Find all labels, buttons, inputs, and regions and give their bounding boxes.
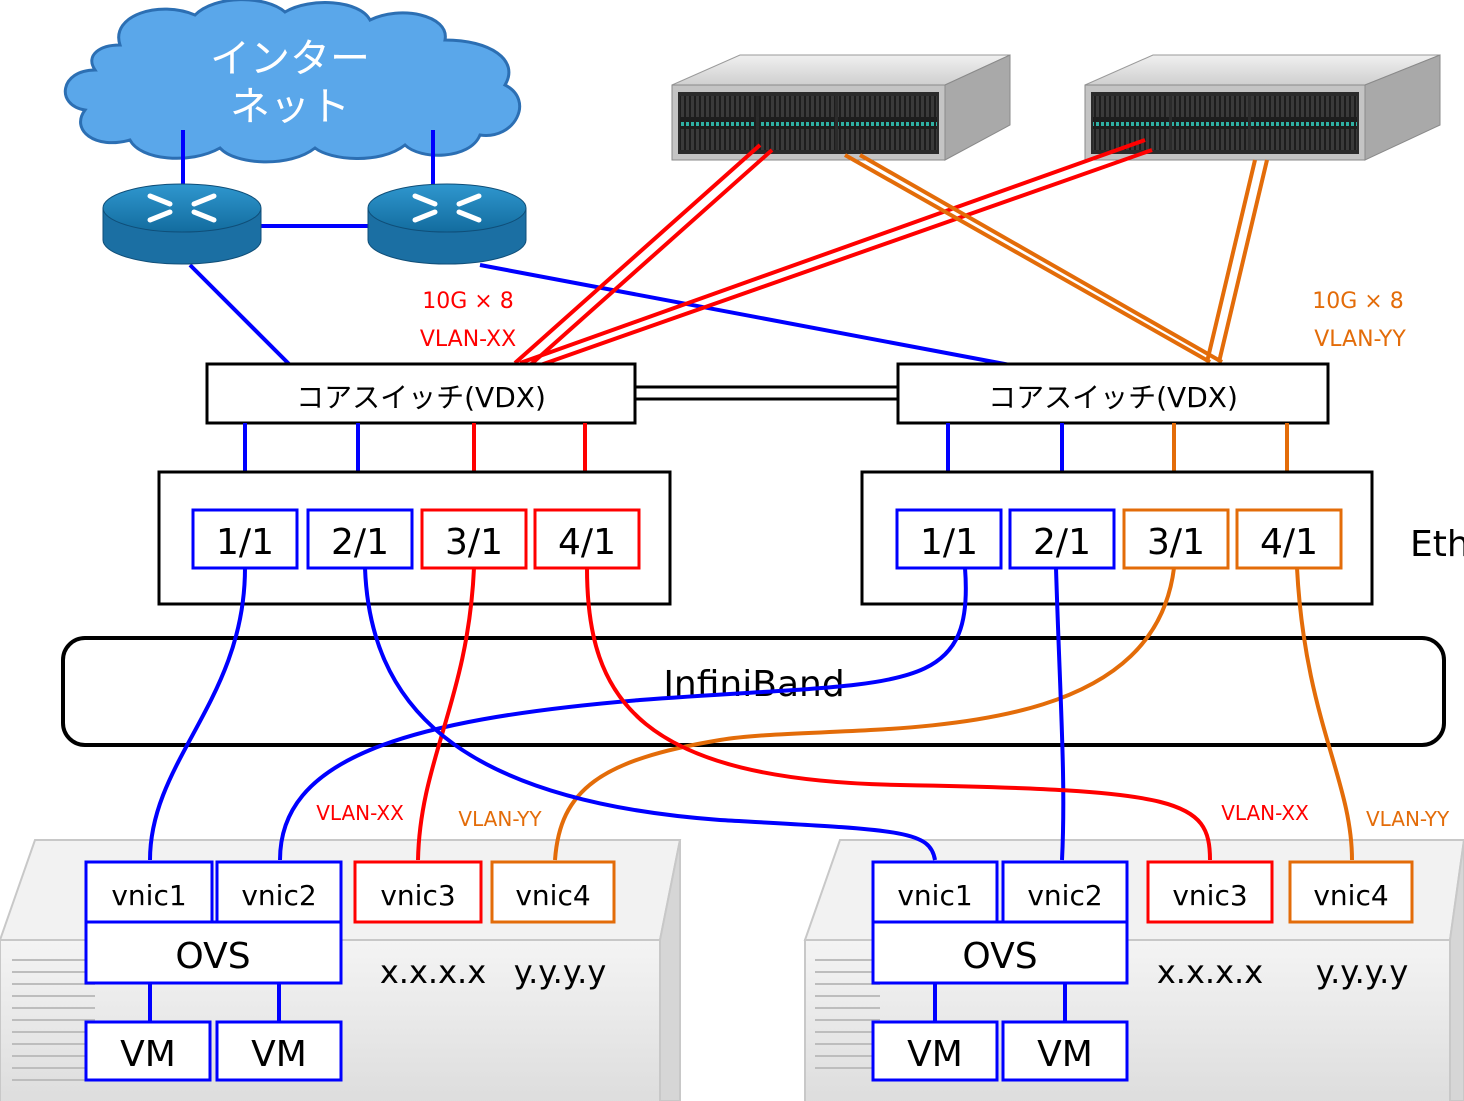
port-right-2 [1008,508,1116,570]
left-vlan-xx-label: VLAN-XX [316,801,404,825]
right-vm2 [1001,1020,1129,1082]
left-vm1 [84,1020,212,1082]
core-switch-left [205,362,637,425]
port-right-1 [895,508,1003,570]
left-ovs [84,920,343,985]
right-vnic1-label: vnic1 [897,879,972,912]
right-vnic2-label: vnic2 [1027,879,1102,912]
infiniband-label: InfiniBand [663,664,844,705]
port-left-1-label: 1/1 [216,522,274,563]
right-ip-x: x.x.x.x [1157,953,1263,991]
left-link-speed: 10G × 8 [422,289,513,314]
internet-label-line2: ネット [230,84,350,130]
left-vnic4 [490,860,616,924]
right-vlan-xx-label: VLAN-XX [1221,801,1309,825]
right-vnic4-label: vnic4 [1313,879,1388,912]
left-vnic3 [353,860,483,924]
right-vnic2 [1001,860,1129,924]
internet-router-links [181,130,1011,367]
right-vnic3 [1146,860,1274,924]
port-right-3 [1122,508,1230,570]
right-link-speed: 10G × 8 [1312,289,1403,314]
eth-label: Eth [1410,524,1464,565]
left-vnic2-label: vnic2 [241,879,316,912]
right-vlan-yy-label: VLAN-YY [1366,807,1450,831]
port-left-3 [420,508,528,570]
router-icon-right [367,183,527,265]
right-vm1 [871,1020,999,1082]
port-left-3-label: 3/1 [445,522,503,563]
left-vm2 [215,1020,343,1082]
left-link-vlan: VLAN-XX [420,327,516,352]
right-vnic4 [1288,860,1414,924]
storage-array-right [1084,54,1441,161]
left-vm1-label: VM [120,1034,176,1075]
left-vnic3-label: vnic3 [380,879,455,912]
port-right-2-label: 2/1 [1033,522,1091,563]
core-switch-right [896,362,1330,425]
vnic-cables [148,567,1354,861]
left-ovs-label: OVS [175,936,250,977]
port-left-2-label: 2/1 [331,522,389,563]
port-right-4 [1235,508,1343,570]
left-vlan-yy-label: VLAN-YY [458,807,542,831]
port-left-4-label: 4/1 [558,522,616,563]
right-vnic1 [871,860,999,924]
internet-label-line1: インター [210,36,370,82]
internet-cloud-icon: インター ネット [63,0,522,164]
router-icon-left [102,183,262,265]
right-ovs-vm-links [933,983,1067,1022]
right-ovs-label: OVS [962,936,1037,977]
storage-array-left [671,54,1011,161]
core-switch-interlink [635,385,898,401]
right-ovs [871,920,1129,985]
left-ip-x: x.x.x.x [380,953,486,991]
port-right-3-label: 3/1 [1147,522,1205,563]
right-link-vlan: VLAN-YY [1314,327,1406,352]
right-vm1-label: VM [907,1034,963,1075]
core-switch-right-label: コアスイッチ(VDX) [988,381,1238,414]
left-vnic1 [84,860,214,924]
port-right-1-label: 1/1 [920,522,978,563]
left-ip-y: y.y.y.y [514,953,607,991]
left-vnic1-label: vnic1 [111,879,186,912]
left-vnic4-label: vnic4 [515,879,590,912]
core-switch-left-label: コアスイッチ(VDX) [296,381,546,414]
port-right-4-label: 4/1 [1260,522,1318,563]
right-vnic3-label: vnic3 [1172,879,1247,912]
storage-uplinks [513,138,1269,370]
port-left-2 [306,508,414,570]
left-vm2-label: VM [251,1034,307,1075]
right-vm2-label: VM [1037,1034,1093,1075]
left-ovs-vm-links [148,983,281,1022]
right-ip-y: y.y.y.y [1316,953,1409,991]
